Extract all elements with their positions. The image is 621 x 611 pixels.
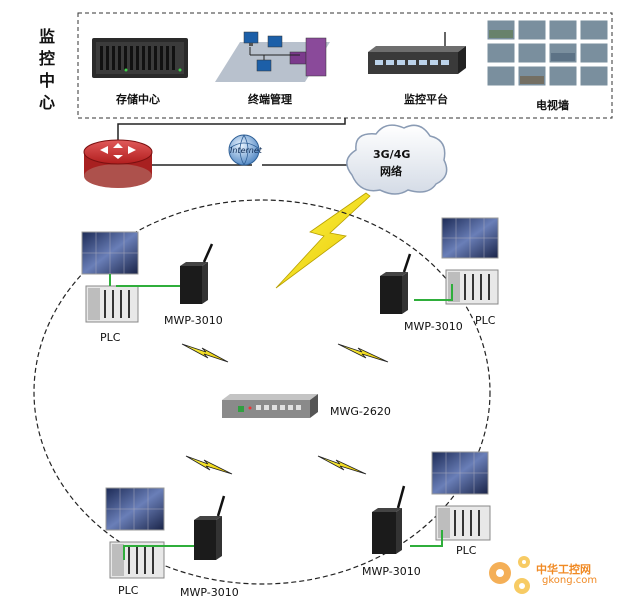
- wireless-bolt-small-icon: [181, 343, 229, 363]
- internet-globe-icon: [228, 134, 260, 166]
- terminal-management-label: 终端管理: [248, 93, 292, 106]
- wireless-bolt-small-icon: [337, 343, 389, 363]
- plc-icon: [445, 269, 499, 305]
- plc-icon: [109, 541, 165, 579]
- storage-center-label: 存储中心: [116, 93, 160, 106]
- plc-icon: [85, 285, 139, 323]
- cloud-label-line2: 网络: [380, 165, 402, 178]
- plc-label-node4: PLC: [456, 544, 477, 557]
- plc-label-node3: PLC: [118, 584, 139, 597]
- storage-server-icon: [92, 38, 188, 78]
- cloud-label-line1: 3G/4G: [373, 148, 411, 161]
- solar-panel-icon: [441, 217, 499, 259]
- plc-label-node2: PLC: [475, 314, 496, 327]
- node-top-right: [380, 217, 499, 314]
- plc-label-node1: PLC: [100, 331, 121, 344]
- gateway-device-icon: [222, 394, 318, 418]
- watermark-brand: 中华工控网: [536, 563, 591, 576]
- node-bottom-left: [105, 487, 226, 579]
- video-wall-icon: [486, 19, 609, 87]
- wireless-bolt-small-icon: [185, 455, 233, 475]
- wireless-bolt-small-icon: [317, 455, 367, 475]
- node-bottom-right: [372, 451, 491, 554]
- core-router-icon: [83, 139, 153, 188]
- router-label-node1: MWP-3010: [164, 314, 223, 327]
- wireless-bolt-large-icon: [275, 192, 371, 289]
- solar-panel-icon: [105, 487, 165, 531]
- wireless-router-icon: [194, 495, 226, 560]
- video-wall-label: 电视墙: [536, 99, 569, 112]
- router-label-node2: MWP-3010: [404, 320, 463, 333]
- monitoring-center-title: 监 控 中 心: [38, 27, 55, 112]
- monitoring-platform-device-icon: [368, 32, 466, 74]
- router-label-node3: MWP-3010: [180, 586, 239, 599]
- router-label-node4: MWP-3010: [362, 565, 421, 578]
- gateway-label: MWG-2620: [330, 405, 391, 418]
- plc-icon: [435, 505, 491, 541]
- internet-label: Internet: [230, 146, 262, 155]
- terminal-management-icon: [215, 31, 330, 82]
- solar-panel-icon: [81, 231, 139, 275]
- solar-panel-icon: [431, 451, 489, 495]
- watermark-gear-logo: [489, 556, 530, 594]
- cloud-shape: [346, 124, 448, 195]
- wireless-router-icon: [380, 253, 412, 314]
- wireless-router-icon: [180, 243, 214, 304]
- watermark-url: gkong.com: [542, 575, 598, 586]
- center-to-router-link: [117, 118, 346, 140]
- monitoring-platform-label: 监控平台: [404, 93, 448, 106]
- wireless-ring: [33, 199, 491, 585]
- node-top-left: [81, 231, 214, 323]
- wireless-router-icon: [372, 485, 406, 554]
